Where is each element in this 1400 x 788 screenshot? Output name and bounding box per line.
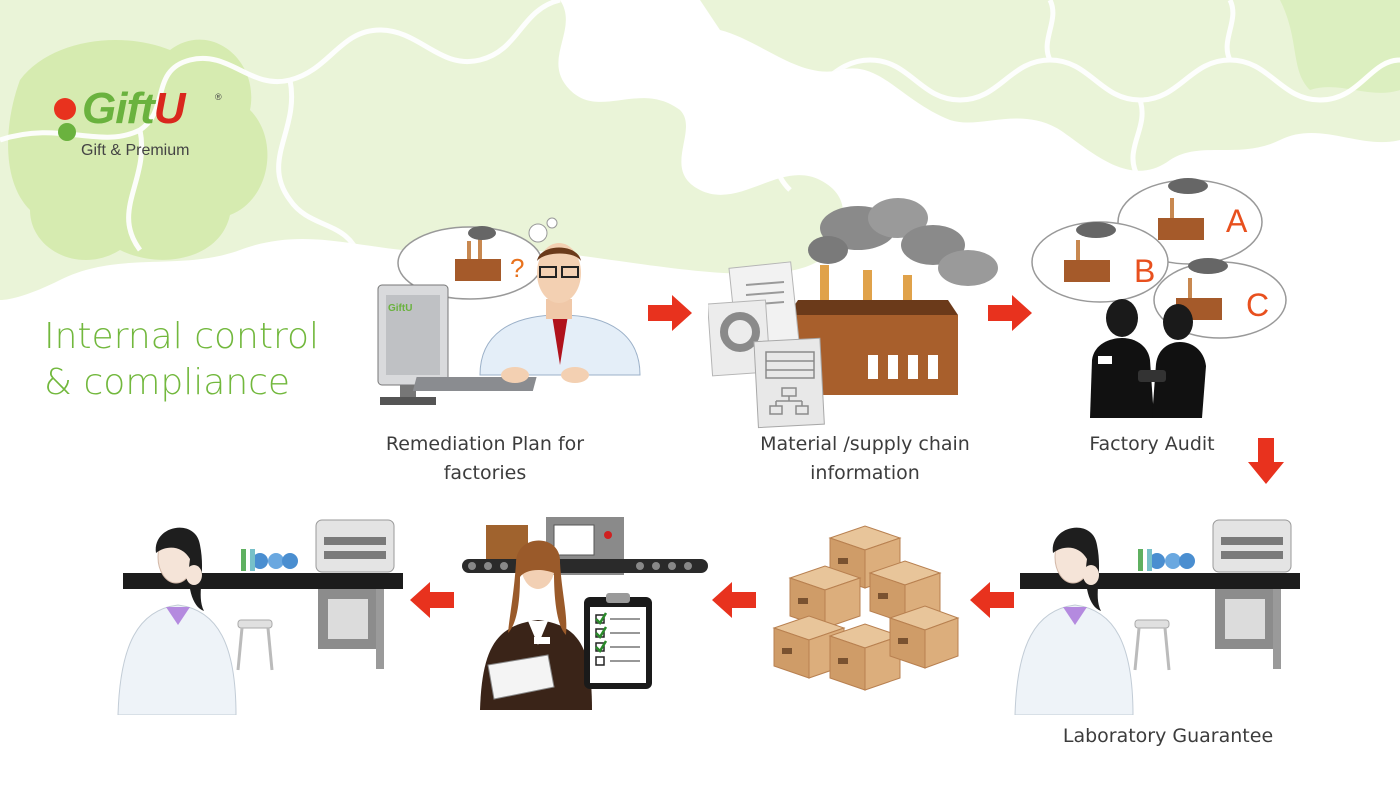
label-a: A	[1226, 203, 1248, 239]
caption-supply-chain: Material /supply chain information	[715, 430, 1015, 488]
title-line-1: Internal control	[44, 316, 319, 357]
monitor-logo: GiftU	[388, 303, 412, 314]
caption-line: information	[810, 462, 920, 484]
label-b: B	[1134, 253, 1155, 289]
caption-remediation-plan: Remediation Plan for factories	[345, 430, 625, 488]
caption-line: Factory Audit	[1089, 433, 1215, 455]
title-line-2: & compliance	[44, 362, 291, 403]
cargo-boxes-illustration	[772, 525, 960, 691]
laboratory-illustration-left	[117, 519, 403, 715]
logo-dot-red	[54, 98, 76, 120]
factory-audit-illustration: A B C	[1031, 178, 1287, 418]
remediation-plan-illustration: ? GiftU	[377, 217, 641, 405]
flow-arrow-left-1	[970, 582, 1014, 618]
flow-arrow-down	[1248, 438, 1284, 484]
page-title: Internal control & compliance	[44, 314, 364, 406]
caption-factory-audit: Factory Audit	[1052, 430, 1252, 459]
logo-brand: GiftU	[82, 84, 186, 133]
flow-arrow-left-3	[410, 582, 454, 618]
flow-arrow-right-1	[648, 295, 692, 331]
giftu-logo: GiftU ® Gift & Premium	[50, 84, 240, 170]
laboratory-illustration-right	[1014, 519, 1300, 715]
label-c: C	[1246, 287, 1269, 323]
logo-subtitle: Gift & Premium	[81, 142, 190, 159]
supply-chain-illustration	[708, 198, 998, 429]
question-mark: ?	[510, 253, 524, 283]
caption-line: Material /supply chain	[760, 433, 970, 455]
flow-arrow-right-2	[988, 295, 1032, 331]
caption-line: factories	[443, 462, 527, 484]
logo-registered-mark: ®	[215, 92, 222, 102]
flow-arrow-left-2	[712, 582, 756, 618]
inspection-illustration	[462, 517, 708, 710]
caption-line: Laboratory Guarantee	[1062, 725, 1274, 747]
caption-line: Remediation Plan for	[385, 433, 585, 455]
logo-dot-green	[58, 123, 76, 141]
caption-laboratory-guarantee: Laboratory Guarantee	[1028, 722, 1308, 751]
